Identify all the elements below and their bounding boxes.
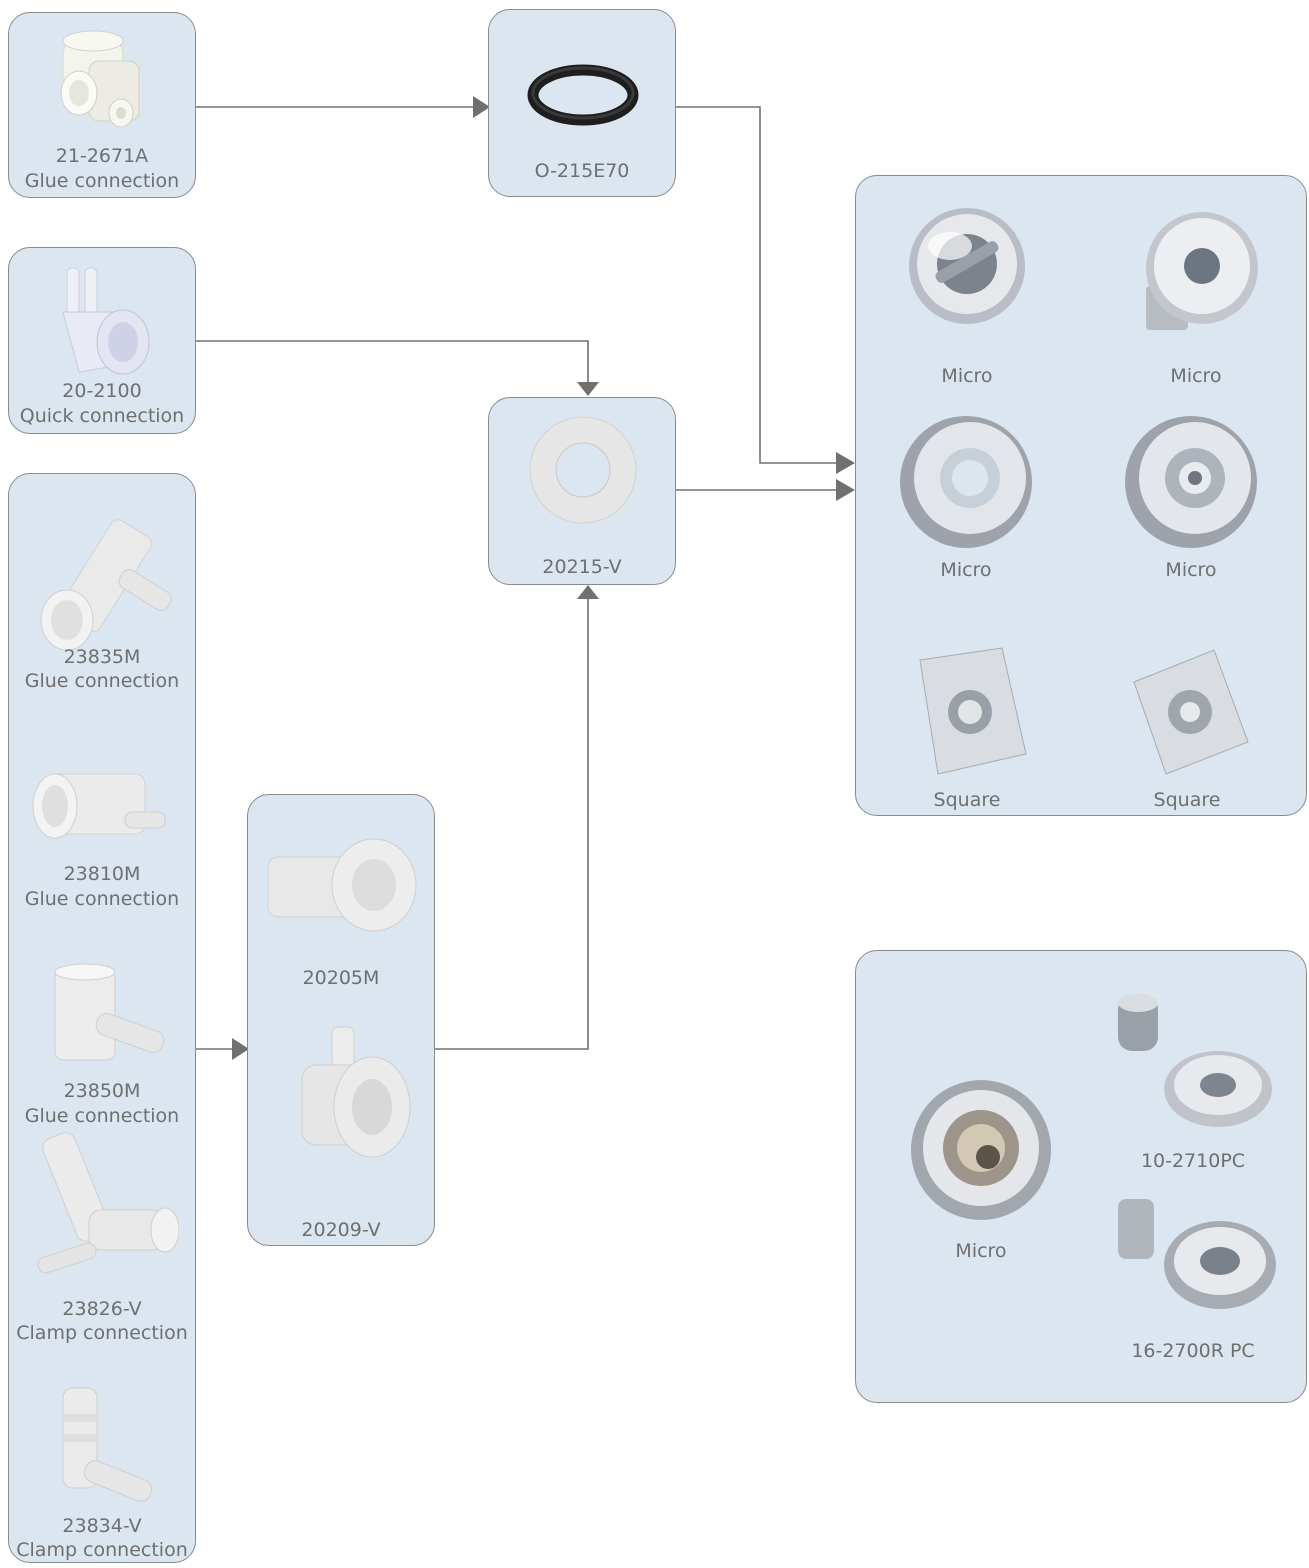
connector-20-2100-to-washer (196, 340, 589, 385)
part-20-2100-box: 20-2100 Quick connection (8, 247, 196, 434)
part-code: 20209-V (301, 1219, 381, 1241)
nozzle-10-2710PC: 10-2710PC (1108, 989, 1278, 1172)
nozzle-panel-top: Micro Micro Micro Micro Square (855, 175, 1307, 816)
nozzle-square-1: Square (902, 642, 1032, 811)
part-description: Glue connection (24, 170, 180, 192)
part-description: Clamp connection (16, 1322, 188, 1344)
part-code: 20-2100 (62, 380, 142, 402)
part-code: 23835M (63, 646, 141, 668)
nozzle-label: Micro (941, 365, 993, 387)
nozzle-label: Micro (1165, 559, 1217, 581)
nozzle-label: Micro (940, 559, 992, 581)
nozzle-micro-2: Micro (1126, 206, 1266, 387)
nozzle-label: Micro (955, 1240, 1007, 1262)
nozzle-micro-3: Micro (896, 412, 1036, 581)
arrowhead-nozzles-top (836, 479, 855, 501)
body-23810M-image (32, 773, 166, 839)
part-code: 23850M (63, 1080, 141, 1102)
part-code: 20215-V (542, 556, 622, 578)
nozzle-image (1146, 212, 1258, 330)
body-23850M-image (54, 963, 165, 1061)
nozzle-micro-eyeball: Micro (906, 1075, 1056, 1262)
part-description: Clamp connection (16, 1539, 188, 1561)
nozzle-image (909, 208, 1025, 324)
part-21-2671A-box: 21-2671A Glue connection (8, 12, 196, 198)
washer-box: 20215-V (488, 397, 676, 585)
arrowhead-nozzles-bottom (836, 452, 855, 474)
adapter-20209-V-image (301, 1026, 411, 1158)
arrowhead-washer-bottom (577, 585, 599, 599)
nozzle-panel-bottom: Micro 10-2710PC 16-2700R PC (855, 950, 1307, 1403)
nozzle-image (1118, 1199, 1276, 1309)
nozzle-image (911, 1080, 1051, 1220)
body-23835M-image (40, 519, 172, 650)
nozzle-image (1118, 994, 1272, 1127)
part-description: Glue connection (24, 888, 180, 910)
arrowhead-washer-top (577, 382, 599, 396)
glue-fitting-image (60, 30, 140, 128)
part-code: O-215E70 (534, 160, 630, 182)
nozzle-label: 16-2700R PC (1131, 1340, 1255, 1362)
nozzle-label: Micro (1170, 365, 1222, 387)
jet-bodies-box: 23835M Glue connection 23810M Glue conne… (8, 473, 196, 1563)
oring-image (527, 64, 639, 126)
part-description: Glue connection (24, 1105, 180, 1127)
nozzle-image (919, 647, 1027, 775)
part-description: Quick connection (19, 405, 185, 427)
connector-oring-to-nozzles (676, 106, 840, 464)
nozzle-16-2700R-PC: 16-2700R PC (1108, 1193, 1278, 1362)
nozzle-label: Square (1153, 789, 1221, 811)
arrowhead-adapters (232, 1038, 249, 1060)
washer-image (529, 416, 637, 524)
part-code: 20205M (302, 967, 380, 989)
nozzle-image (900, 416, 1032, 548)
nozzle-micro-1: Micro (902, 206, 1032, 387)
part-code: 23810M (63, 863, 141, 885)
oring-box: O-215E70 (488, 9, 676, 197)
nozzle-image (1125, 416, 1257, 548)
adapter-20205M-image (267, 838, 417, 932)
nozzle-label: Square (933, 789, 1001, 811)
part-description: Glue connection (24, 670, 180, 692)
part-code: 23826-V (62, 1298, 142, 1320)
nozzle-label: 10-2710PC (1140, 1150, 1246, 1172)
adapters-box: 20205M 20209-V (247, 794, 435, 1246)
body-23834-V-image (62, 1387, 153, 1502)
body-23826-V-image (37, 1132, 179, 1274)
connector-adapters-to-washer (435, 597, 589, 1050)
part-code: 23834-V (62, 1515, 142, 1537)
arrowhead-oring (473, 96, 490, 118)
nozzle-micro-4: Micro (1121, 412, 1261, 581)
nozzle-image (1133, 649, 1249, 775)
quick-fitting-image (62, 267, 150, 375)
part-code: 21-2671A (55, 145, 149, 167)
nozzle-square-2: Square (1122, 642, 1252, 811)
